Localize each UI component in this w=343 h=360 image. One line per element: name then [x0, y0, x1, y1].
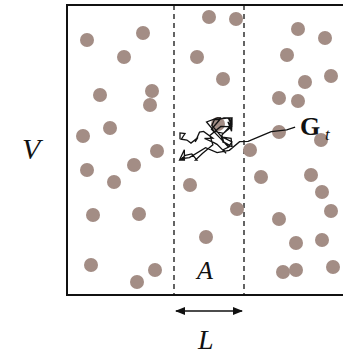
particle: [202, 10, 216, 24]
dimension-arrow: [176, 310, 242, 312]
particle: [190, 50, 204, 64]
particle: [289, 236, 303, 250]
symbol-label: G: [300, 114, 320, 140]
particle: [86, 208, 100, 222]
particle: [291, 94, 305, 108]
particle: [254, 170, 268, 184]
particle: [272, 125, 286, 139]
random-walk: [180, 118, 295, 160]
volume-label: V: [22, 134, 40, 164]
particle: [315, 185, 329, 199]
particle: [150, 144, 164, 158]
particle: [80, 33, 94, 47]
particle: [143, 98, 157, 112]
particle: [136, 26, 150, 40]
particle: [148, 263, 162, 277]
particle: [80, 163, 94, 177]
particle: [103, 121, 117, 135]
subscript-label: t: [325, 126, 330, 143]
particle: [289, 263, 303, 277]
particle: [304, 168, 318, 182]
particle: [127, 158, 141, 172]
length-label: L: [198, 326, 214, 354]
particle: [324, 69, 338, 83]
particle: [315, 233, 329, 247]
particle: [272, 212, 286, 226]
particles: [76, 10, 340, 289]
particle: [93, 88, 107, 102]
particle: [291, 22, 305, 36]
particle: [183, 178, 197, 192]
particle: [76, 129, 90, 143]
particle: [145, 84, 159, 98]
particle: [84, 258, 98, 272]
particle: [117, 50, 131, 64]
particle: [272, 91, 286, 105]
volume-box: [67, 5, 343, 295]
particle: [276, 265, 290, 279]
particle: [243, 143, 257, 157]
particle: [107, 175, 121, 189]
particle: [298, 75, 312, 89]
particle: [326, 260, 340, 274]
particle: [229, 12, 243, 26]
particle: [132, 207, 146, 221]
area-label: A: [197, 258, 213, 284]
particle: [199, 230, 213, 244]
particle: [230, 202, 244, 216]
particle: [216, 72, 230, 86]
dashed-boundary: [173, 5, 174, 295]
particle: [130, 275, 144, 289]
particle: [280, 48, 294, 62]
particle: [324, 204, 338, 218]
trajectory: [180, 118, 295, 160]
particle: [318, 31, 332, 45]
